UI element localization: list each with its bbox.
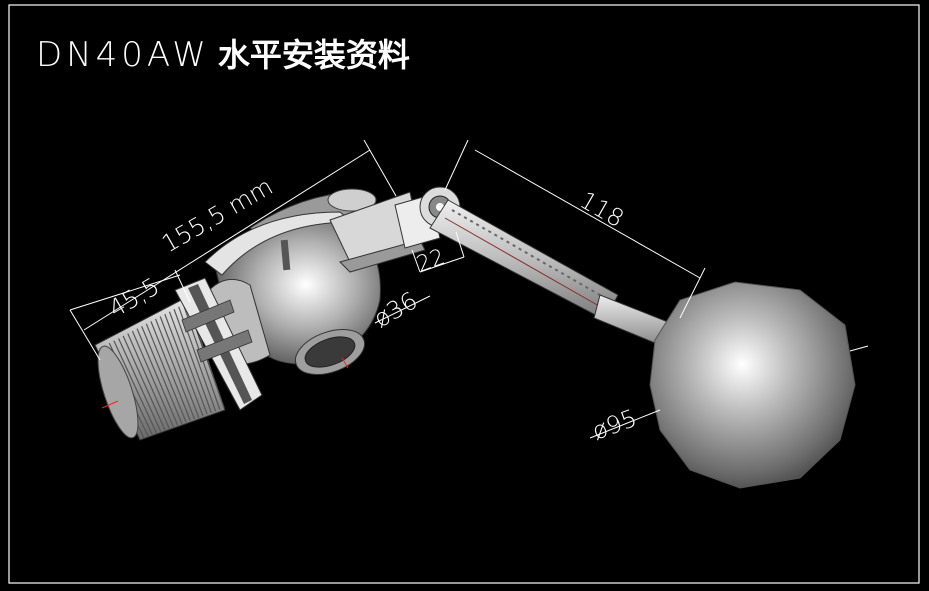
thread-ridge — [168, 311, 208, 415]
thread-ridge — [141, 325, 183, 425]
thread-ridge — [122, 335, 166, 431]
thread-ridge — [155, 318, 196, 420]
thread-ridge — [127, 333, 170, 429]
dimension-ball-diameter: ø95 — [588, 404, 640, 446]
ball-float — [649, 281, 856, 489]
thread-ridge — [136, 328, 179, 426]
lock-nut — [174, 277, 263, 411]
title-description: 水平安装资料 — [217, 36, 410, 74]
thread-ridge — [113, 340, 158, 434]
model-code: DN40AW — [36, 35, 210, 75]
threaded-connector — [94, 297, 226, 441]
float-arm — [429, 199, 669, 346]
center-marks — [101, 345, 869, 409]
dimension-arm-length: 118 — [575, 186, 629, 233]
thread-ridge — [173, 309, 212, 413]
thread-ridge — [159, 316, 200, 418]
thread-ridge — [150, 321, 191, 421]
drawing-frame — [8, 4, 920, 584]
thread-ridge — [117, 338, 162, 432]
thread-ridge — [131, 330, 175, 428]
dimension-lines — [69, 139, 706, 439]
thread-ridge — [164, 313, 204, 417]
thread-ridge — [145, 323, 187, 423]
